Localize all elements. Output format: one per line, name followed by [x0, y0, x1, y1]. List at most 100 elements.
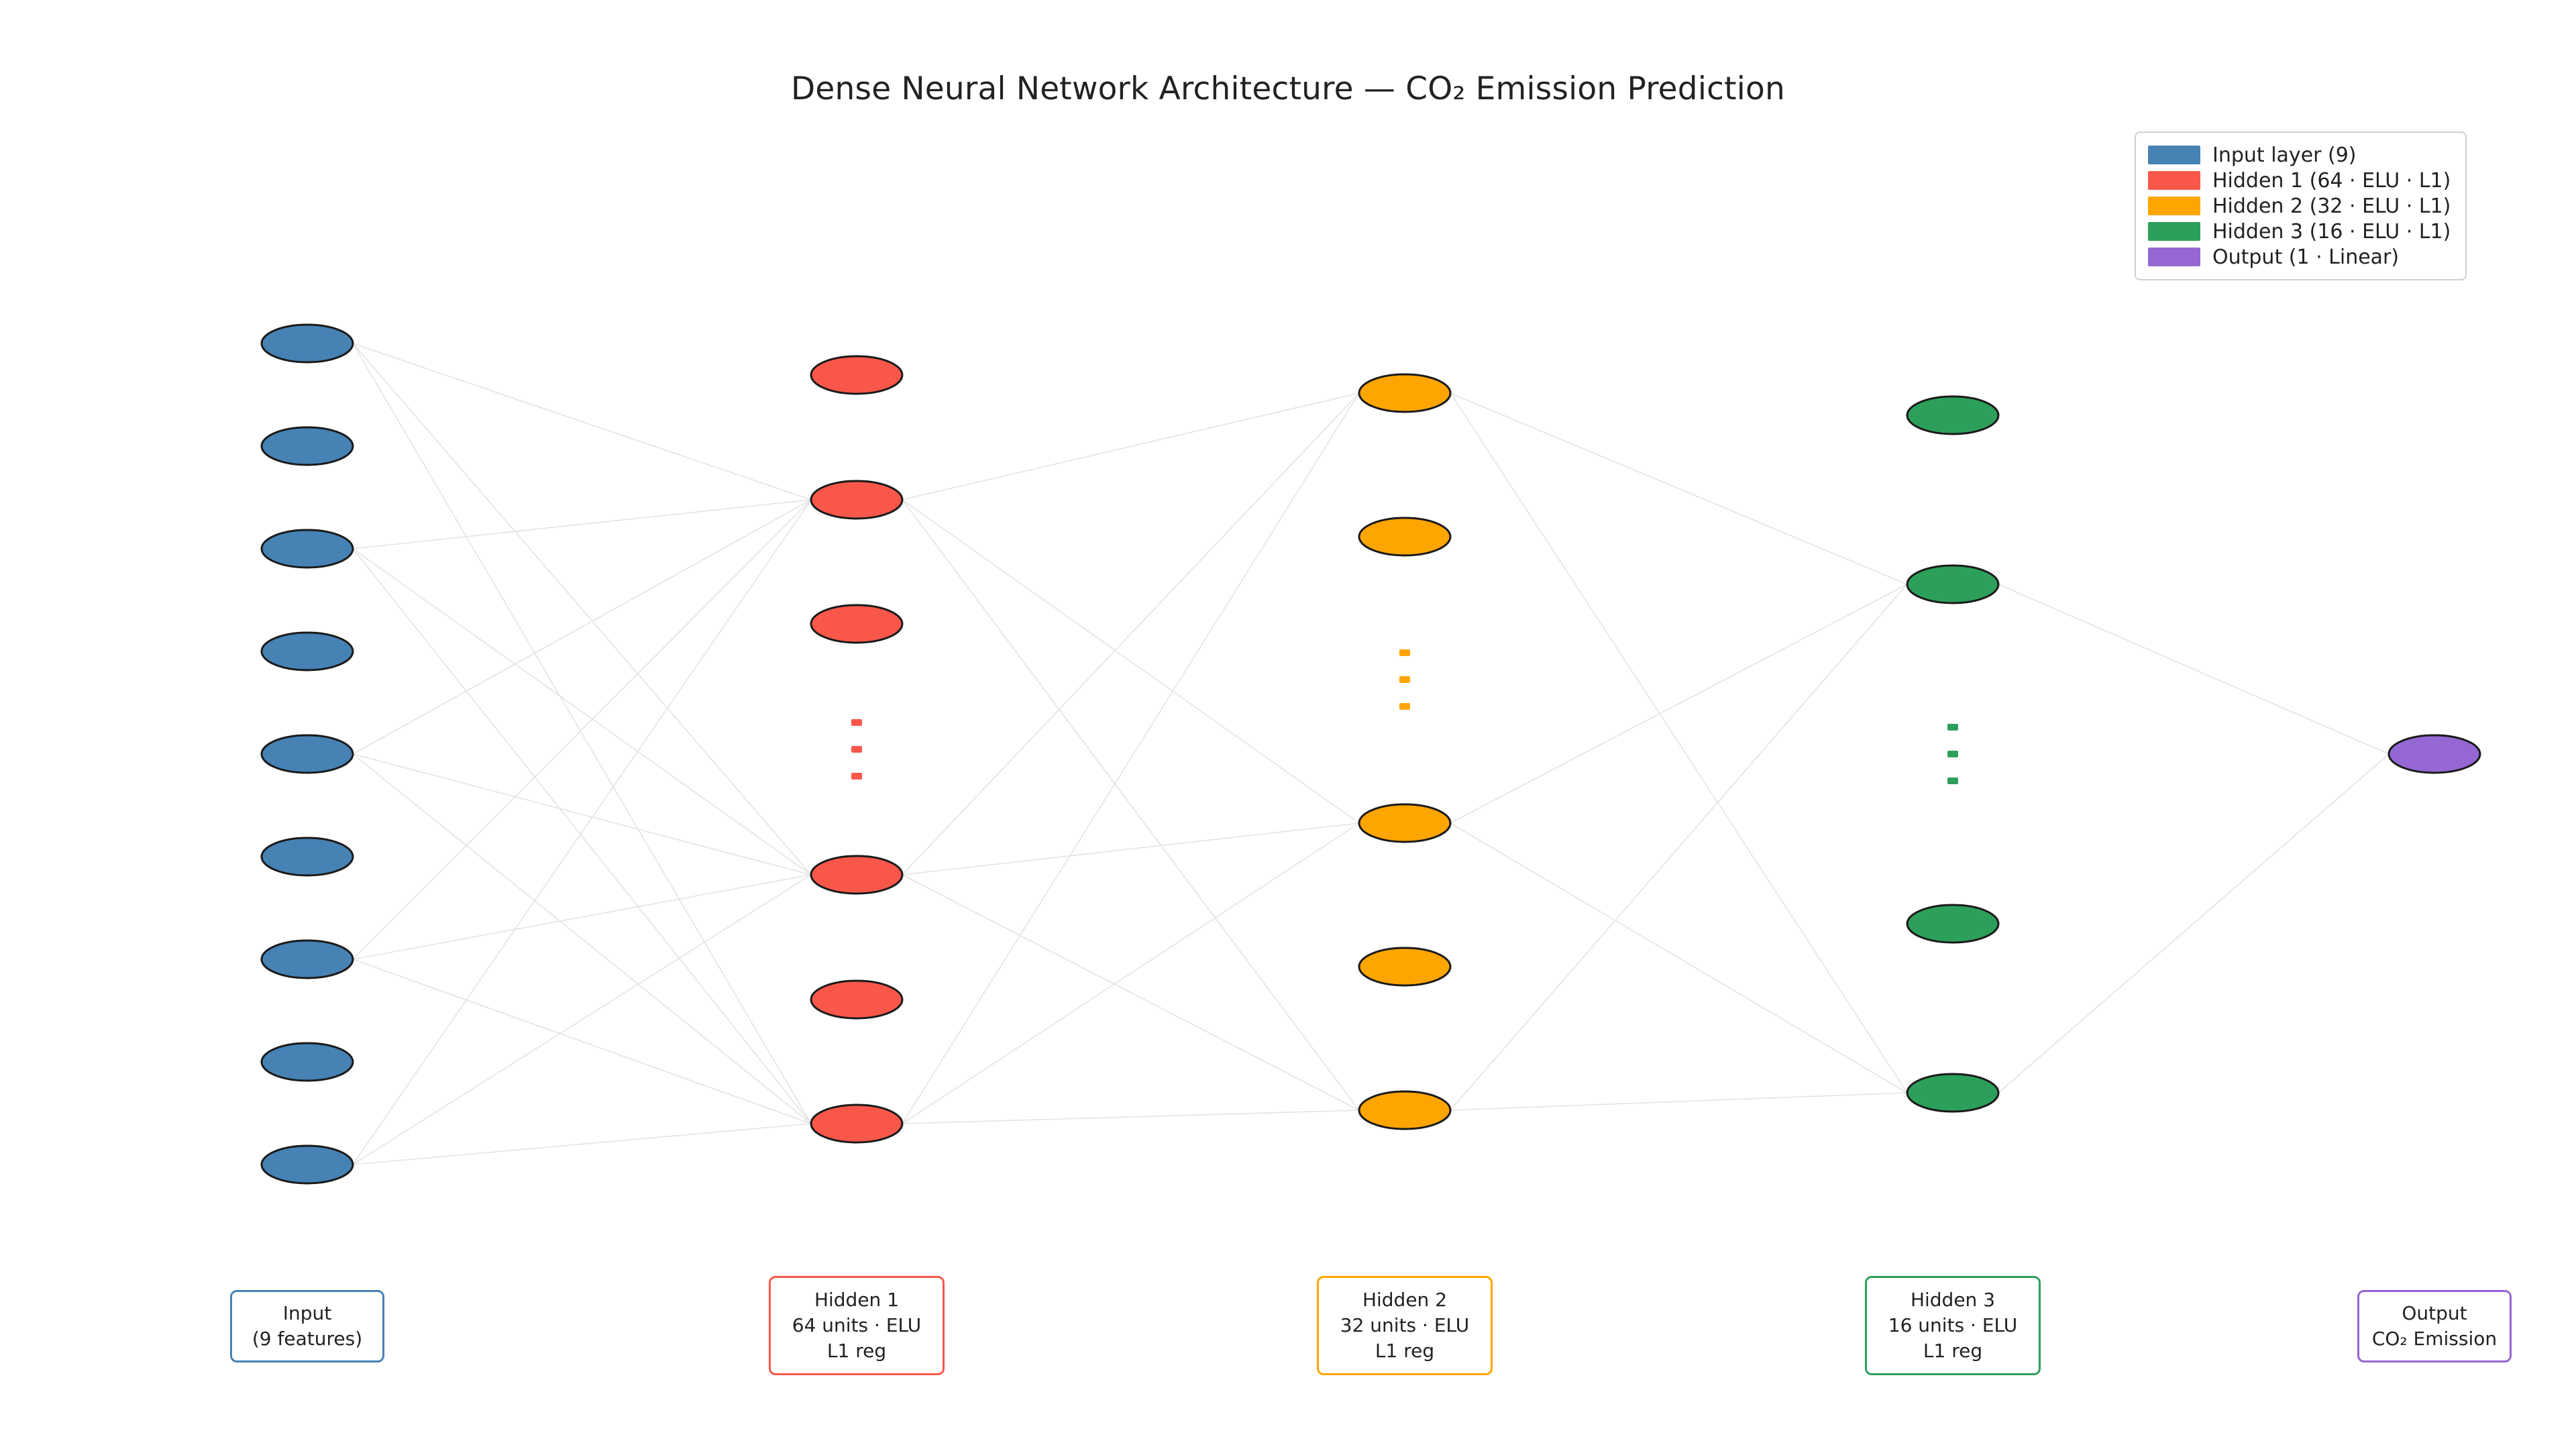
legend-item-output: Output (1 · Linear) — [2148, 244, 2451, 270]
ellipsis-hidden1 — [851, 719, 862, 780]
node-input-8[interactable] — [260, 1042, 354, 1082]
legend-label: Hidden 1 (64 · ELU · L1) — [2212, 168, 2451, 193]
node-hidden2-3[interactable] — [1358, 803, 1452, 843]
node-hidden1-2[interactable] — [810, 480, 904, 520]
connection-edge — [902, 392, 1360, 1124]
ellipsis-dot — [1399, 703, 1410, 710]
node-input-1[interactable] — [260, 323, 354, 364]
layer-box-line: L1 reg — [1375, 1340, 1435, 1362]
node-hidden2-4[interactable] — [1358, 947, 1452, 987]
node-input-5[interactable] — [260, 734, 354, 774]
ellipsis-dot — [1399, 676, 1410, 683]
ellipsis-dot — [851, 719, 862, 726]
layer-box-line: (9 features) — [252, 1328, 363, 1350]
node-input-4[interactable] — [260, 631, 354, 672]
connection-edge — [352, 343, 812, 1124]
connection-edge — [902, 392, 1360, 875]
connection-edge — [352, 874, 812, 960]
layer-box-line: Output — [2402, 1301, 2467, 1324]
connection-edge — [1998, 584, 2390, 755]
layer-box-line: Input — [282, 1301, 332, 1324]
node-input-3[interactable] — [260, 529, 354, 569]
node-input-9[interactable] — [260, 1144, 354, 1185]
edges-group — [352, 343, 2390, 1165]
page-title: Dense Neural Network Architecture — CO₂ … — [791, 70, 1785, 107]
connection-edge — [902, 1110, 1360, 1124]
ellipsis-dot — [851, 773, 862, 780]
connection-edge — [352, 548, 812, 1124]
layer-box-line: 16 units · ELU — [1888, 1313, 2018, 1336]
connection-edge — [352, 753, 812, 1124]
node-hidden1-3[interactable] — [810, 604, 904, 644]
ellipsis-dot — [1947, 751, 1958, 757]
node-hidden1-6[interactable] — [810, 1104, 904, 1144]
legend-label: Output (1 · Linear) — [2212, 245, 2400, 269]
layer-box-line: 64 units · ELU — [792, 1313, 922, 1336]
legend-item-hidden1: Hidden 1 (64 · ELU · L1) — [2148, 168, 2451, 193]
legend-swatch-hidden2 — [2148, 197, 2200, 215]
connection-edge — [352, 959, 812, 1124]
connection-edge — [1450, 392, 1908, 585]
ellipsis-hidden2 — [1399, 649, 1410, 710]
layer-box-input: Input (9 features) — [230, 1290, 384, 1362]
layer-box-line: Hidden 3 — [1910, 1288, 1996, 1311]
connection-edge — [352, 548, 812, 875]
node-input-2[interactable] — [260, 426, 354, 466]
node-hidden1-4[interactable] — [810, 855, 904, 895]
ellipsis-dot — [1947, 724, 1958, 731]
connection-edge — [352, 874, 812, 1165]
node-hidden1-5[interactable] — [810, 979, 904, 1020]
connection-edge — [902, 874, 1360, 1111]
connection-edge — [352, 343, 812, 875]
connection-edge — [902, 499, 1360, 1111]
node-output-1[interactable] — [2387, 734, 2481, 774]
layer-box-line: 32 units · ELU — [1340, 1313, 1470, 1336]
legend-item-hidden3: Hidden 3 (16 · ELU · L1) — [2148, 219, 2451, 244]
connection-edge — [902, 822, 1360, 875]
node-input-6[interactable] — [260, 837, 354, 877]
connection-edge — [352, 499, 812, 960]
layer-box-line: L1 reg — [1923, 1340, 1983, 1362]
ellipsis-dot — [1399, 649, 1410, 656]
ellipsis-dot — [851, 746, 862, 753]
connection-edge — [1450, 584, 1908, 824]
layer-box-line: Hidden 2 — [1362, 1288, 1448, 1311]
layer-box-line: CO₂ Emission — [2371, 1328, 2498, 1350]
layer-box-line: Hidden 1 — [814, 1288, 900, 1311]
legend-swatch-hidden1 — [2148, 171, 2200, 190]
node-hidden3-2[interactable] — [1906, 564, 2000, 604]
ellipsis-hidden3 — [1947, 724, 1958, 784]
connection-edge — [352, 343, 812, 500]
node-hidden1-1[interactable] — [810, 355, 904, 395]
node-hidden3-4[interactable] — [1906, 1073, 2000, 1113]
node-hidden2-5[interactable] — [1358, 1090, 1452, 1130]
legend-label: Hidden 3 (16 · ELU · L1) — [2212, 219, 2451, 244]
legend: Input layer (9)Hidden 1 (64 · ELU · L1)H… — [2135, 131, 2467, 280]
node-hidden2-1[interactable] — [1358, 373, 1452, 413]
connection-edge — [352, 499, 812, 549]
node-input-7[interactable] — [260, 939, 354, 979]
node-hidden2-2[interactable] — [1358, 517, 1452, 557]
ellipsis-dot — [1947, 777, 1958, 784]
node-hidden3-1[interactable] — [1906, 395, 2000, 435]
legend-swatch-input — [2148, 146, 2200, 164]
layer-box-line: L1 reg — [826, 1340, 887, 1362]
connection-edge — [1450, 584, 1908, 1111]
legend-item-input: Input layer (9) — [2148, 142, 2451, 168]
legend-label: Hidden 2 (32 · ELU · L1) — [2212, 194, 2451, 218]
legend-swatch-output — [2148, 248, 2200, 266]
connection-edge — [902, 392, 1360, 500]
connection-edge — [1450, 392, 1908, 1093]
connection-edge — [902, 822, 1360, 1124]
legend-swatch-hidden3 — [2148, 222, 2200, 241]
node-hidden3-3[interactable] — [1906, 904, 2000, 944]
connection-edge — [352, 753, 812, 875]
connection-edge — [352, 499, 812, 755]
legend-item-hidden2: Hidden 2 (32 · ELU · L1) — [2148, 193, 2451, 219]
